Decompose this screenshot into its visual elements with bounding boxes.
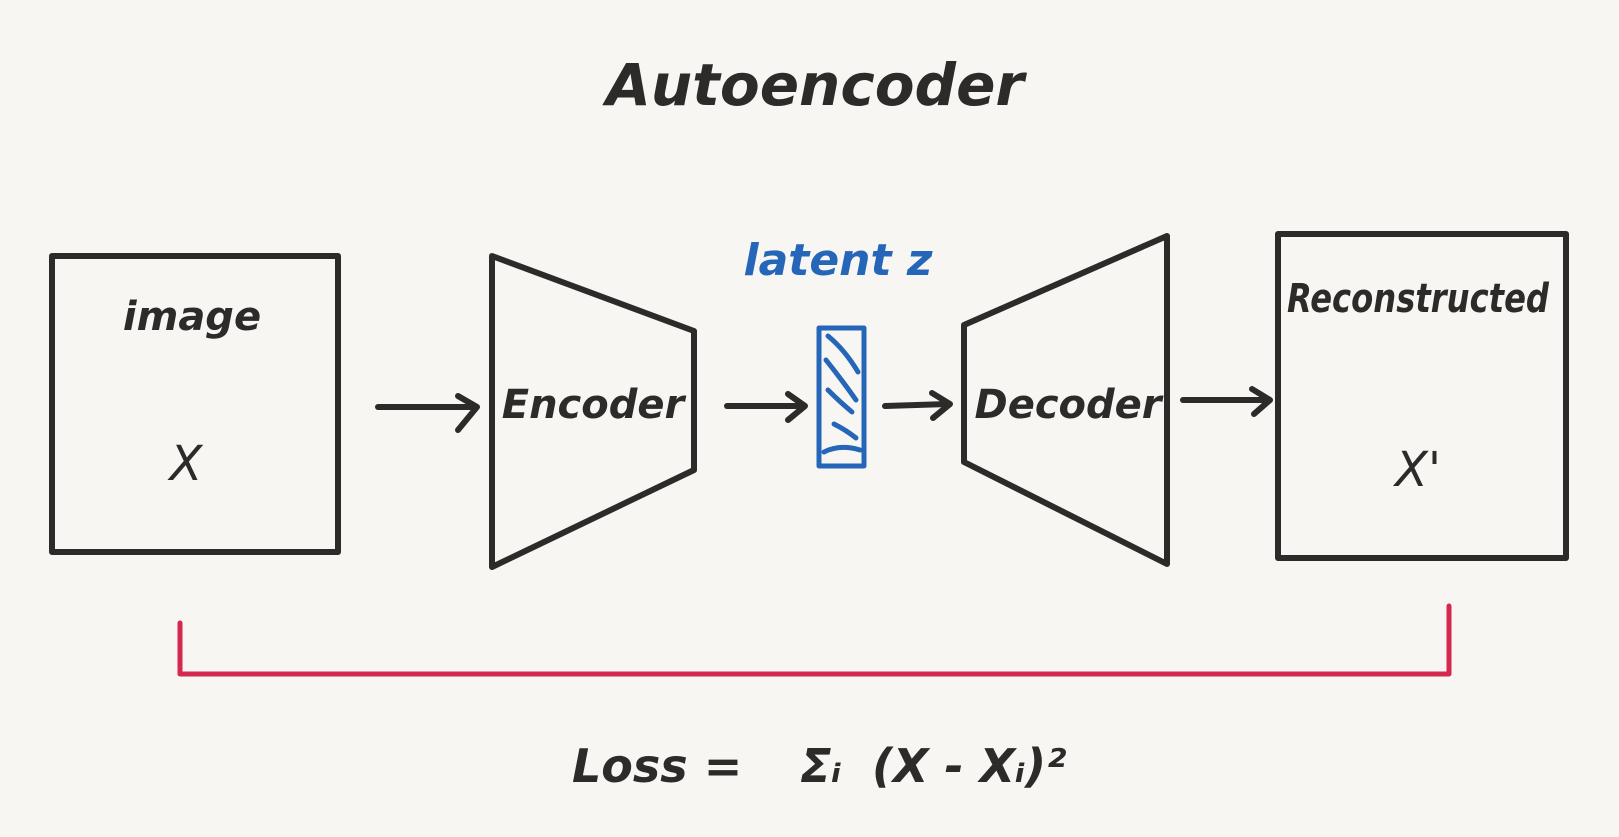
input-variable: X bbox=[167, 436, 204, 492]
diagram-title: Autoencoder bbox=[602, 51, 1027, 119]
input-image-box: image X bbox=[49, 253, 341, 555]
decoder-trapezoid bbox=[961, 233, 1170, 567]
loss-bracket bbox=[177, 603, 1452, 677]
arrow-input-to-encoder bbox=[375, 393, 480, 433]
decoder-block: Decoder bbox=[961, 233, 1170, 567]
output-box-label: Reconstructed bbox=[1287, 276, 1549, 322]
encoder-label: Encoder bbox=[502, 382, 687, 428]
output-box-outline bbox=[1275, 231, 1569, 561]
loss-formula: Loss = Σᵢ (X - Xᵢ)² bbox=[572, 739, 1066, 793]
encoder-block: Encoder bbox=[489, 253, 697, 570]
output-variable: X' bbox=[1392, 442, 1441, 498]
latent-hatch-2 bbox=[823, 357, 859, 403]
loss-sum-symbol: Σᵢ bbox=[800, 739, 842, 793]
input-box-label: image bbox=[123, 294, 261, 340]
input-box-outline bbox=[49, 253, 341, 555]
loss-prefix: Loss = bbox=[572, 739, 742, 793]
latent-hatch-5 bbox=[821, 444, 863, 455]
arrow-encoder-to-latent bbox=[724, 391, 808, 423]
latent-hatch-1 bbox=[825, 333, 861, 375]
latent-label: latent z bbox=[744, 235, 933, 286]
latent-vector-outline bbox=[816, 325, 867, 469]
latent-hatch-4 bbox=[831, 421, 859, 441]
encoder-trapezoid bbox=[489, 253, 697, 570]
arrow-latent-to-decoder bbox=[882, 390, 953, 421]
decoder-label: Decoder bbox=[974, 382, 1163, 428]
latent-vector bbox=[816, 325, 867, 469]
arrow-decoder-to-output bbox=[1180, 386, 1273, 417]
loss-expression: (X - Xᵢ)² bbox=[872, 739, 1066, 793]
output-reconstructed-box: Reconstructed X' bbox=[1275, 231, 1569, 561]
latent-hatch-3 bbox=[825, 387, 855, 415]
loss-bracket-line bbox=[177, 603, 1452, 677]
